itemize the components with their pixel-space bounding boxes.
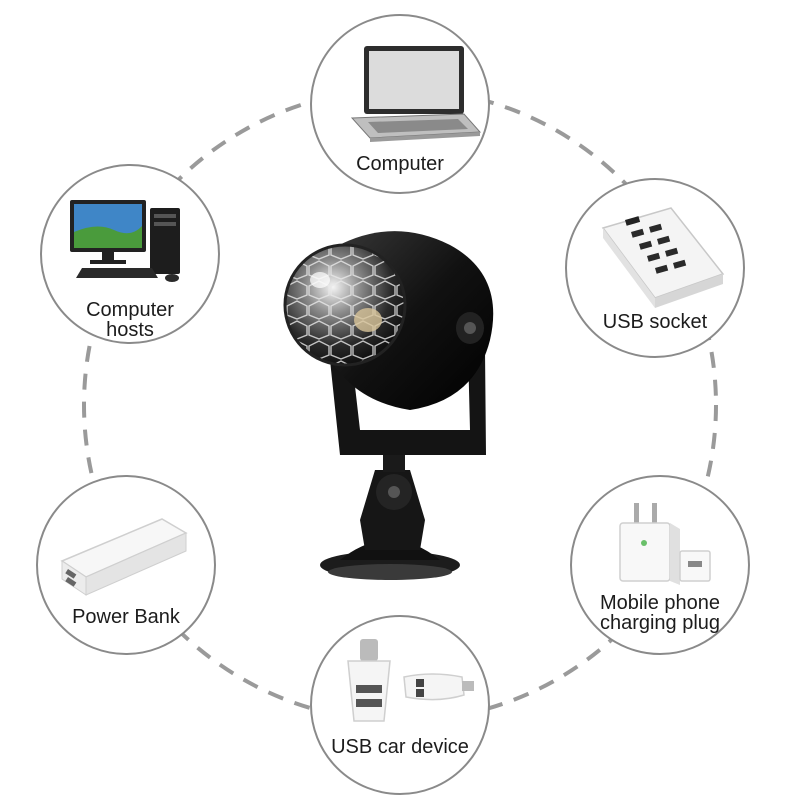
computer-hosts-label-line1: Computer <box>86 299 174 321</box>
usb-car-device-label: USB car device <box>331 736 469 758</box>
mobile-charging-plug-label-line1: Mobile phone <box>599 592 721 614</box>
desktop-pc-icon <box>70 200 180 282</box>
node-power-bank: Power Bank <box>36 475 216 655</box>
usb-hub-icon <box>601 207 725 308</box>
computer-hosts-label-line2: hosts <box>106 319 154 341</box>
computer-label: Computer <box>356 153 444 175</box>
car-charger-icon <box>347 639 474 722</box>
node-computer: Computer <box>310 14 490 194</box>
node-usb-socket: USB socket <box>565 178 745 358</box>
node-mobile-charging-plug: Mobile phone charging plug <box>570 475 750 655</box>
power-bank-icon <box>60 518 188 596</box>
mobile-charging-plug-label-line2: charging plug <box>599 612 721 634</box>
node-computer-hosts: Computer hosts <box>40 164 220 344</box>
wall-charger-icon <box>619 503 711 585</box>
node-usb-car-device: USB car device <box>310 615 490 795</box>
laptop-icon <box>350 46 482 142</box>
usb-socket-label: USB socket <box>602 311 708 333</box>
power-bank-label: Power Bank <box>72 606 180 628</box>
